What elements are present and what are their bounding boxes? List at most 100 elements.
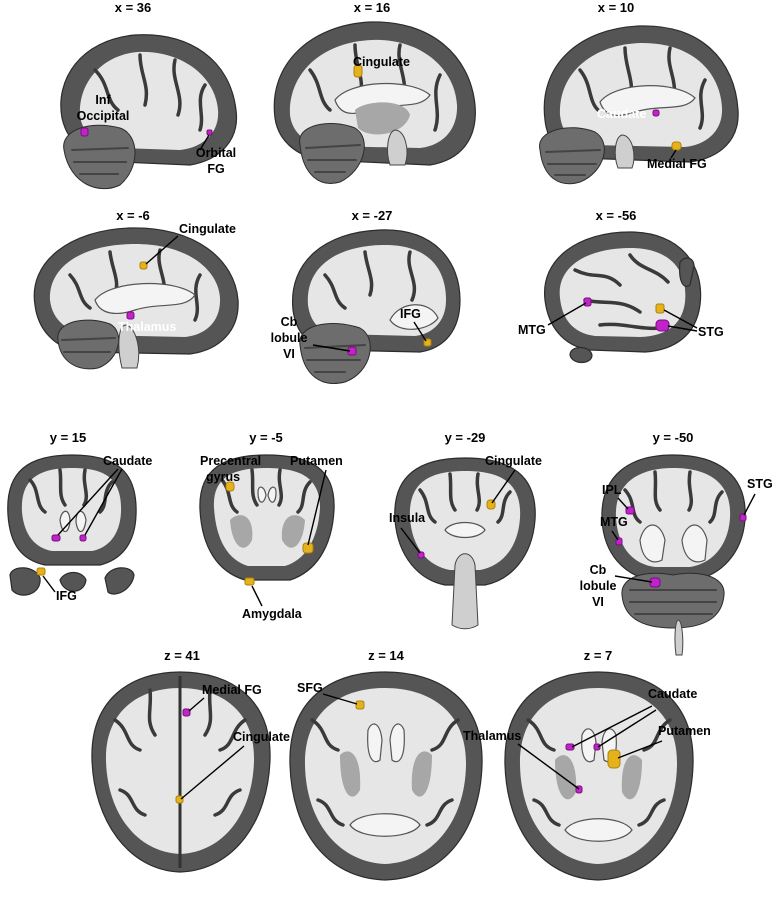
- panel-title: x = -6: [116, 208, 150, 223]
- axial-brain-slice: [289, 671, 483, 881]
- activation-cluster: [655, 303, 665, 314]
- label-precentral: Precentral: [200, 454, 261, 468]
- panel-title: y = 15: [50, 430, 87, 445]
- leader-line: [307, 469, 327, 546]
- panel-title: x = 36: [115, 0, 152, 15]
- label-lobule: lobule: [271, 331, 308, 345]
- sagittal-brain-slice: [60, 34, 238, 190]
- panel-xm56: x = -56 MTG STG: [518, 208, 724, 364]
- leader-line: [617, 740, 663, 759]
- panel-title: y = -29: [445, 430, 486, 445]
- label-ipl: IPL: [602, 483, 622, 497]
- label-cb: Cb: [590, 563, 607, 577]
- activation-cluster: [206, 129, 213, 136]
- activation-cluster: [593, 743, 601, 751]
- label-thalamus: Thalamus: [463, 729, 521, 743]
- leader-line: [57, 468, 123, 536]
- leader-line: [413, 321, 427, 342]
- panel-xm6: x = -6 Cingulate Thalamus: [33, 208, 239, 370]
- label-cingulate: Cingulate: [353, 55, 410, 69]
- panel-y15: y = 15 Caudate IFG: [7, 430, 152, 603]
- panel-ym50: y = -50 IPL MTG STG Cb lobule VI: [580, 430, 773, 656]
- leader-line: [199, 134, 210, 151]
- panel-z41: z = 41 Medial FG Cingulate: [91, 648, 290, 873]
- label-medial-fg: Medial FG: [202, 683, 262, 697]
- panel-ym5: y = -5 Precentral gyrus Putamen Amygdala: [199, 430, 343, 621]
- leader-line: [743, 493, 756, 516]
- leader-line: [611, 530, 619, 541]
- panel-ym29: y = -29 Insula Cingulate: [389, 430, 542, 630]
- panel-title: y = -50: [653, 430, 694, 445]
- leader-line: [614, 575, 653, 583]
- activation-cluster: [652, 109, 660, 117]
- label-ifg: IFG: [400, 307, 421, 321]
- panel-xm27: x = -27 Cb lobule VI IFG: [271, 208, 461, 384]
- label-fg: FG: [207, 162, 224, 176]
- label-thalamus: Thalamus: [118, 320, 176, 334]
- panel-x36: x = 36 Inf Occipital Orbital FG: [60, 0, 238, 190]
- leader-line: [517, 743, 580, 790]
- coronal-brain-slice: [394, 457, 536, 630]
- coronal-brain-slice: [601, 454, 746, 656]
- panel-z14: z = 14 SFG: [289, 648, 483, 881]
- axial-brain-slice: [504, 671, 694, 881]
- activation-cluster: [649, 577, 661, 588]
- leader-line: [42, 575, 56, 593]
- activation-cluster: [182, 708, 191, 717]
- label-cingulate: Cingulate: [179, 222, 236, 236]
- sagittal-brain-slice: [273, 21, 476, 184]
- sagittal-brain-slice: [544, 231, 702, 364]
- label-putamen: Putamen: [290, 454, 343, 468]
- label-caudate: Caudate: [648, 687, 697, 701]
- activation-cluster: [126, 311, 135, 320]
- label-orbital: Orbital: [196, 146, 236, 160]
- leader-line: [251, 585, 263, 607]
- leader-line: [670, 149, 677, 159]
- activation-cluster: [51, 534, 61, 542]
- label-mtg: MTG: [600, 515, 628, 529]
- activation-cluster: [565, 743, 575, 751]
- coronal-brain-slice: [7, 454, 137, 596]
- panel-x16: x = 16 Cingulate: [273, 0, 476, 184]
- activation-cluster: [36, 567, 46, 576]
- panel-title: x = -27: [352, 208, 393, 223]
- label-ifg: IFG: [56, 589, 77, 603]
- label-amygdala: Amygdala: [242, 607, 303, 621]
- leader-line: [188, 697, 205, 712]
- leader-line: [145, 235, 179, 265]
- label-mtg: MTG: [518, 323, 546, 337]
- activation-cluster: [655, 319, 670, 332]
- activation-cluster: [355, 700, 365, 710]
- label-medial-fg: Medial FG: [647, 157, 707, 171]
- leader-line: [400, 527, 421, 554]
- activation-cluster: [244, 577, 255, 586]
- label-stg: STG: [698, 325, 724, 339]
- activation-cluster: [583, 297, 592, 307]
- panel-title: z = 14: [368, 648, 405, 663]
- label-occipital: Occipital: [77, 109, 130, 123]
- activation-cluster: [225, 481, 235, 492]
- activation-cluster: [139, 261, 148, 270]
- label-inf: Inf: [95, 93, 111, 107]
- activation-cluster: [175, 795, 184, 804]
- label-putamen: Putamen: [658, 724, 711, 738]
- activation-cluster: [607, 749, 621, 769]
- panel-title: z = 7: [584, 648, 613, 663]
- panel-title: z = 41: [164, 648, 200, 663]
- activation-cluster: [417, 551, 425, 559]
- axial-brain-slice: [91, 671, 271, 873]
- label-vi: VI: [283, 347, 295, 361]
- label-stg: STG: [747, 477, 773, 491]
- label-cingulate: Cingulate: [485, 454, 542, 468]
- sagittal-brain-slice: [291, 229, 461, 384]
- label-insula: Insula: [389, 511, 426, 525]
- sagittal-brain-slice: [539, 25, 739, 185]
- sagittal-brain-slice: [33, 227, 239, 370]
- panel-z7: z = 7 Thalamus Caudate Putamen: [463, 648, 711, 881]
- leader-line: [322, 693, 358, 705]
- label-cb: Cb: [281, 315, 298, 329]
- label-vi: VI: [592, 595, 604, 609]
- label-caudate: Caudate: [597, 107, 646, 121]
- leader-line: [491, 469, 516, 504]
- panel-x10: x = 10 Caudate Medial FG: [539, 0, 739, 185]
